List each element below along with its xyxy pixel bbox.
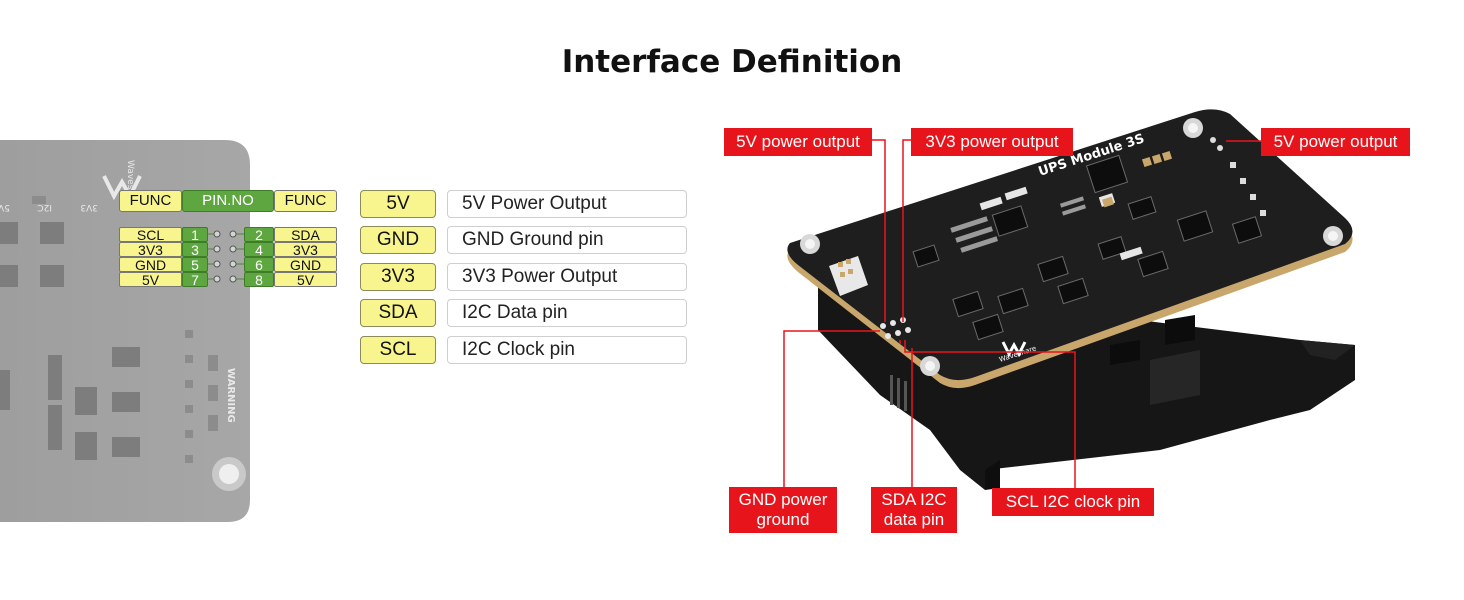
pin-number: 4 [244,242,274,257]
left-board-i2c: I2C [37,202,52,212]
left-board-3v3: 3V3 [80,202,98,212]
label-5v-output-right: 5V power output [1261,128,1410,156]
pin-number: 8 [244,272,274,287]
left-board-5v: 5V [0,202,10,212]
pin-func-right: GND [274,257,337,272]
pin-number: 6 [244,257,274,272]
pin-func-left: GND [119,257,182,272]
pin-number: 1 [182,227,208,242]
label-sda-line1: SDA I2C [881,490,947,509]
legend-desc: 5V Power Output [447,190,687,218]
legend-desc: I2C Clock pin [447,336,687,364]
pin-number: 3 [182,242,208,257]
left-board-illustration: Waveshare WARNING I2C 3V3 5V [0,140,250,522]
label-scl: SCL I2C clock pin [992,488,1154,516]
label-gnd-line2: ground [756,510,810,529]
pin-number: 5 [182,257,208,272]
label-gnd: GND power ground [729,487,837,533]
left-board-brand: Waveshare [125,160,135,210]
func-right-header: FUNC [274,190,337,212]
pin-func-right: 5V [274,272,337,287]
pin-func-left: 5V [119,272,182,287]
left-board-warning: WARNING [225,368,236,423]
legend-key: SCL [360,336,436,364]
legend-desc: I2C Data pin [447,299,687,327]
label-sda: SDA I2C data pin [871,487,957,533]
page-title: Interface Definition [561,44,903,80]
pin-number: 2 [244,227,274,242]
label-5v-output-left: 5V power output [724,128,872,156]
pin-func-left: 3V3 [119,242,182,257]
pin-func-right: 3V3 [274,242,337,257]
pin-no-header: PIN.NO [182,190,274,212]
pin-func-left: SCL [119,227,182,242]
legend-desc: GND Ground pin [447,226,687,254]
pin-number: 7 [182,272,208,287]
label-sda-line2: data pin [883,510,945,529]
legend-key: GND [360,226,436,254]
label-3v3-output: 3V3 power output [911,128,1073,156]
legend-key: SDA [360,299,436,327]
pin-func-right: SDA [274,227,337,242]
func-left-header: FUNC [119,190,182,212]
legend-desc: 3V3 Power Output [447,263,687,291]
label-gnd-line1: GND power [738,490,828,509]
legend-key: 3V3 [360,263,436,291]
legend-key: 5V [360,190,436,218]
